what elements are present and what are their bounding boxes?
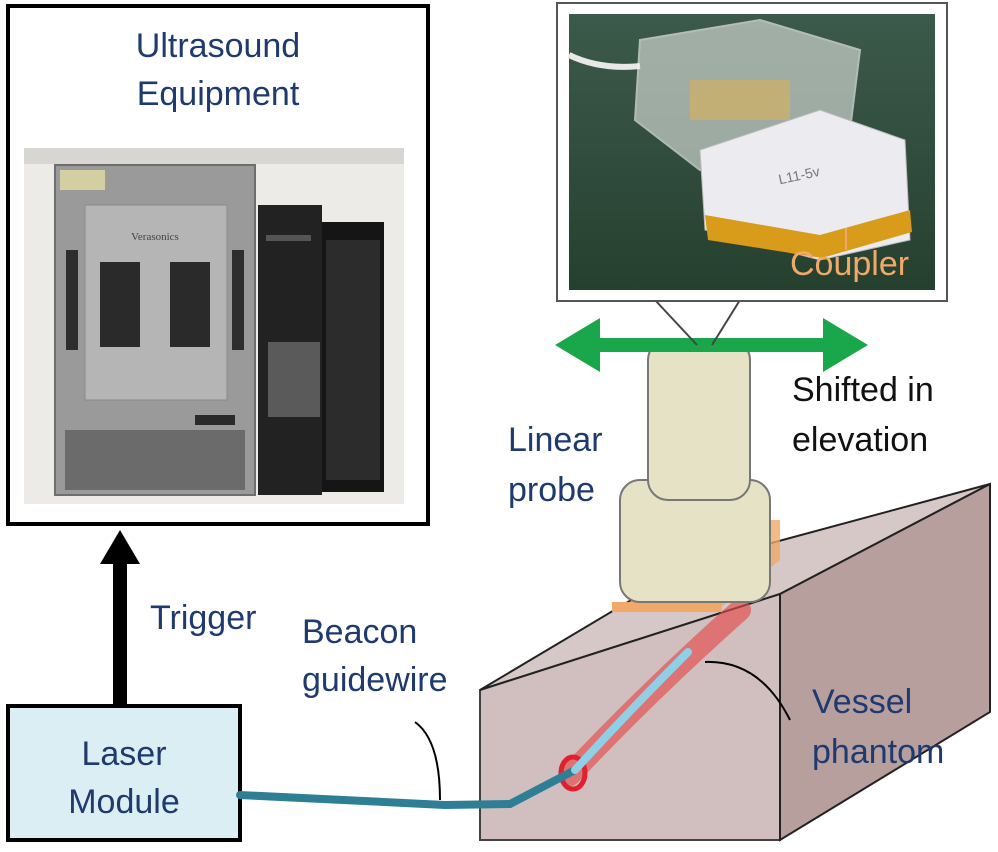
ultrasound-photo: [24, 148, 404, 504]
probe-label-line2: probe: [508, 471, 595, 509]
vessel-leader-line: [704, 660, 791, 721]
beacon-guidewire: [236, 766, 579, 810]
laser-label-line2: Module: [68, 783, 180, 821]
vessel-label-line1: Vessel: [812, 683, 913, 721]
laser-label-line1: Laser: [81, 735, 167, 773]
coupler-label: Coupler: [790, 245, 910, 283]
ultrasound-equipment-panel: Verasonics: [6, 4, 430, 526]
beacon-label-line2: guidewire: [302, 661, 448, 699]
shift-label-line1: Shifted in: [792, 371, 934, 409]
beacon-label-line1: Beacon: [302, 613, 418, 651]
guidewire-inside-vessel: [571, 648, 692, 774]
vessel-label-line2: phantom: [812, 733, 945, 771]
device-brand-text: Verasonics: [131, 231, 179, 243]
trigger-arrowhead: [100, 530, 140, 564]
inset-callout-left: [654, 299, 698, 346]
shift-label-line2: elevation: [792, 421, 929, 459]
linear-probe: [612, 339, 780, 612]
probe-label-line1: Linear: [508, 421, 603, 459]
coupler-inset: [556, 2, 948, 302]
inset-callout-right: [711, 299, 741, 346]
elevation-arrow: [555, 318, 868, 372]
ultrasound-title-line2: Equipment: [136, 75, 300, 113]
ultrasound-title-line1: Ultrasound: [135, 27, 301, 65]
laser-module-box: [6, 704, 242, 842]
trigger-label: Trigger: [150, 599, 257, 637]
beacon-leader-line: [414, 721, 441, 801]
